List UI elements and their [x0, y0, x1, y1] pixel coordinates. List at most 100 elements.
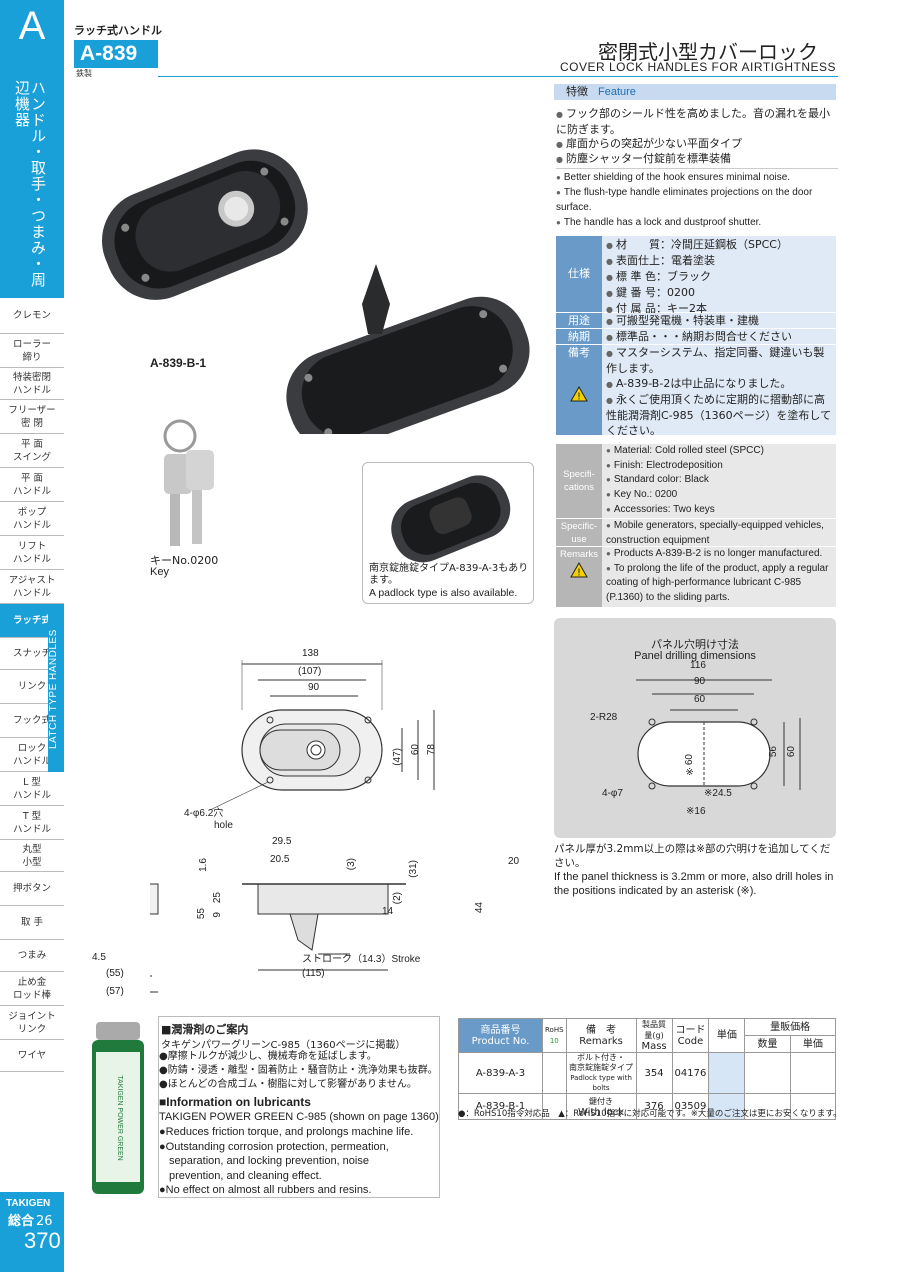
dim-115: (115) — [302, 968, 325, 979]
spec-line: ●表面仕上：電着塗装 — [606, 254, 715, 267]
key-number-label: キーNo.0200 — [150, 554, 219, 567]
use-value-en: ●Mobile generators, specially-equipped v… — [602, 519, 836, 546]
use-label: 用途 — [556, 313, 602, 328]
spec-text-en: Standard color: Black — [613, 474, 709, 486]
dim-47: (47) — [392, 748, 403, 766]
spec-text: 材 質：冷間圧延鋼板（SPCC） — [615, 238, 788, 251]
sidebar-item[interactable]: フック式 — [0, 704, 64, 738]
lube-sub-en: TAKIGEN POWER GREEN C-985 (shown on page… — [159, 1111, 439, 1123]
spec-text: 標 準 色：ブラック — [615, 270, 711, 283]
dim-55-bottom: (55) — [106, 968, 124, 979]
sidebar-item[interactable]: ポップ ハンドル — [0, 502, 64, 536]
dim-20-5: 20.5 — [270, 854, 290, 865]
lube-heading-en: ■Information on lubricants — [159, 1095, 311, 1109]
sidebar-item[interactable]: ワイヤ — [0, 1040, 64, 1072]
dim-138: 138 — [302, 648, 319, 659]
lube-point-en: ●Outstanding corrosion protection, perme… — [159, 1140, 389, 1153]
remarks-text: Padlock type with bolts — [570, 1074, 632, 1092]
lube-point-en: separation, and locking prevention, nois… — [169, 1155, 369, 1167]
remarks-text: 鍵付き — [589, 1096, 614, 1106]
cell-mass: 354 — [635, 1052, 673, 1094]
cell-mass: 376 — [635, 1093, 673, 1120]
sidebar-item[interactable]: 平 面 スイング — [0, 434, 64, 468]
spec-line-en: ●Accessories: Two keys — [606, 503, 715, 515]
remark-line: ●マスターシステム、指定同番、鍵違いも製作します。 — [606, 346, 825, 375]
dim-20: 20 — [508, 856, 520, 867]
keys-photo — [163, 419, 214, 546]
remark-text-en: To prolong the life of the product, appl… — [606, 562, 829, 604]
panel-title-en: Panel drilling dimensions — [634, 650, 756, 662]
dim-25: 25 — [212, 892, 223, 904]
col-unit-price: 単価 — [708, 1018, 746, 1053]
spec-text: 付 属 品：キー2本 — [615, 302, 707, 315]
sidebar: A ハンドル・取手・つまみ・周辺機器 クレモンローラー 締り特装密閉 ハンドルフ… — [0, 0, 64, 1272]
header-text: 商品番号 — [480, 1024, 521, 1036]
lube-points-en: ●Reduces friction torque, and prolongs m… — [159, 1125, 413, 1198]
dim-90: 90 — [308, 682, 320, 693]
sidebar-item[interactable]: ジョイント リンク — [0, 1006, 64, 1040]
sidebar-item[interactable]: ロック ハンドル — [0, 738, 64, 772]
spec-text-en: Key No.: 0200 — [613, 489, 678, 501]
svg-text:!: ! — [577, 568, 581, 579]
spec-line: ●標 準 色：ブラック — [606, 270, 711, 283]
sidebar-item[interactable]: つまみ — [0, 940, 64, 972]
cell-code: 04176 — [671, 1052, 710, 1094]
sidebar-item[interactable]: ローラー 締り — [0, 334, 64, 368]
sidebar-item[interactable]: リンク — [0, 670, 64, 704]
cell-qty — [744, 1052, 791, 1094]
sidebar-item[interactable]: 取 手 — [0, 906, 64, 940]
catalog-number: 26 — [36, 1214, 53, 1229]
padlock-note-jp: 南京錠施錠タイプA-839-A-3もあります。 — [369, 563, 529, 586]
rohs-legend: ●：RoHS10指令対応品 ▲：RoHS10指令に対応可能です。※大量のご注文は… — [458, 1109, 842, 1119]
remarks-values-en: ●Products A-839-B-2 is no longer manufac… — [602, 547, 836, 607]
dim-107: (107) — [298, 666, 322, 677]
spec-text: 鍵 番 号：0200 — [615, 286, 695, 299]
header-text: Mass — [641, 1041, 667, 1052]
category-label: ラッチ式ハンドル — [74, 24, 162, 37]
panel-dim-90: 90 — [694, 676, 706, 687]
sidebar-item[interactable]: T 型 ハンドル — [0, 806, 64, 840]
cell-unit-price — [708, 1093, 746, 1120]
cell-bulk — [789, 1052, 837, 1094]
remarks-text: With lock — [578, 1106, 625, 1118]
sidebar-item[interactable]: 特装密閉 ハンドル — [0, 368, 64, 400]
sidebar-item[interactable]: 丸型 小型 — [0, 840, 64, 872]
header-text: RoHS — [545, 1025, 564, 1034]
page-subtitle: COVER LOCK HANDLES FOR AIRTIGHTNESS — [560, 60, 836, 74]
lube-point-en: prevention, and cleaning effect. — [169, 1169, 322, 1182]
use-value: ●可搬型発電機・特装車・建機 — [602, 313, 836, 328]
sidebar-item[interactable]: 押ボタン — [0, 872, 64, 906]
use-text: 可搬型発電機・特装車・建機 — [615, 314, 759, 327]
lead-text: 標準品・・・納期お問合せください — [615, 330, 792, 343]
sidebar-item[interactable]: フリーザー 密 閉 — [0, 400, 64, 434]
col-bulk-price: 量販価格 — [744, 1018, 836, 1036]
sidebar-item[interactable]: L 型 ハンドル — [0, 772, 64, 806]
remark-text: A-839-B-2は中止品になりました。 — [615, 377, 792, 390]
spec-text-en: Finish: Electrodeposition — [613, 459, 723, 471]
dim-14: 14 — [382, 906, 394, 917]
spec-label: 仕様 — [556, 236, 602, 312]
header-text: Product No. — [471, 1035, 530, 1047]
cell-bulk — [789, 1093, 837, 1120]
sidebar-item[interactable]: スナッチ — [0, 638, 64, 670]
sidebar-item[interactable]: 止め金 ロッド棒 — [0, 972, 64, 1006]
brand-name: TAKIGEN — [6, 1198, 51, 1209]
lube-point: ●摩擦トルクが減少し、機械寿命を延ばします。 — [159, 1051, 377, 1062]
hole-label-en: hole — [214, 820, 233, 831]
feature-jp-text: フック部のシールド性を高めました。音の漏れを最小に防ぎます。 — [556, 107, 830, 136]
sidebar-item[interactable]: クレモン — [0, 298, 64, 334]
remarks-text: ボルト付き・ — [577, 1053, 626, 1062]
spec-values: ●材 質：冷間圧延鋼板（SPCC） ●表面仕上：電着塗装 ●標 準 色：ブラック… — [602, 236, 836, 315]
sidebar-item[interactable]: 平 面 ハンドル — [0, 468, 64, 502]
section-letter: A — [18, 4, 46, 48]
header-text: 製品質量(g) — [642, 1020, 667, 1040]
lube-point: ●ほとんどの合成ゴム・樹脂に対して影響がありません。 — [159, 1079, 417, 1090]
sidebar-item[interactable]: リフト ハンドル — [0, 536, 64, 570]
sidebar-item[interactable]: アジャスト ハンドル — [0, 570, 64, 604]
use-label-en: Specific- use — [556, 519, 602, 546]
